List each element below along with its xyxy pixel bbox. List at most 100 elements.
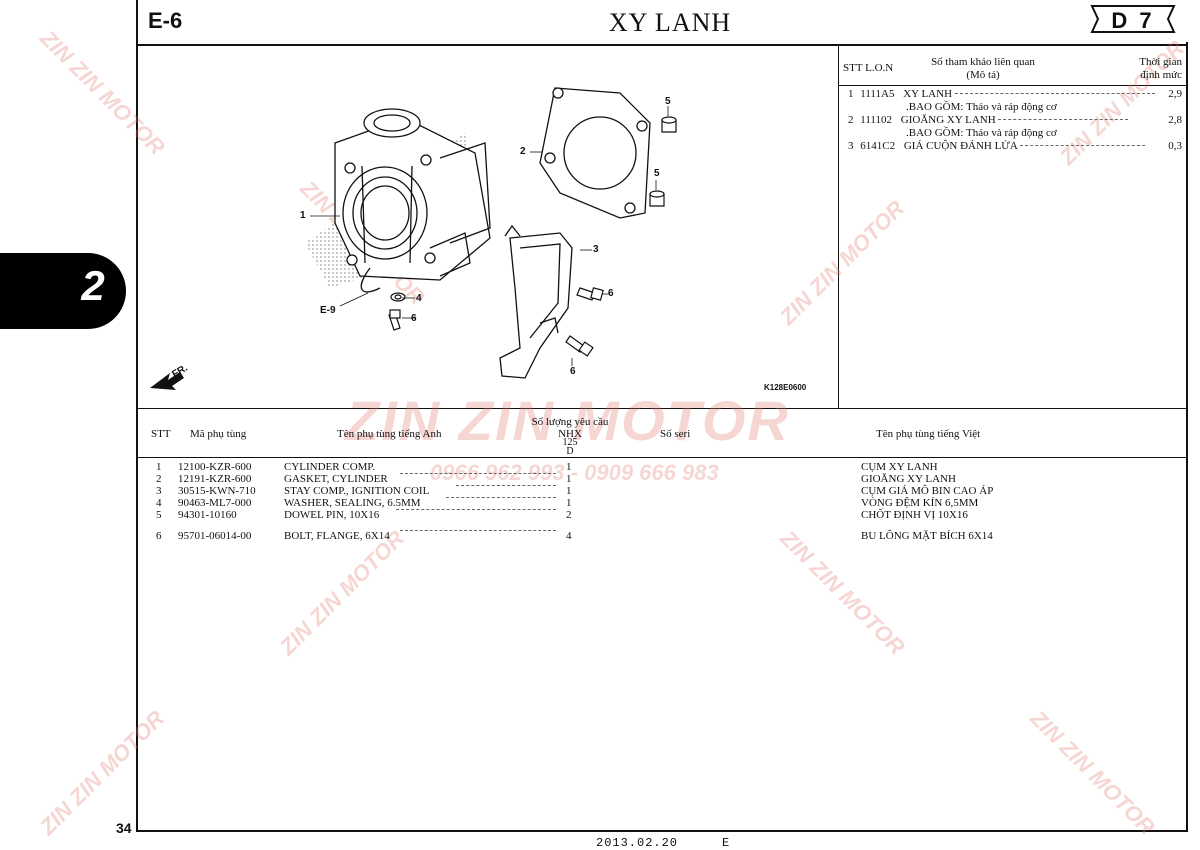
diagram-bottom-rule (136, 408, 1188, 409)
parts-row-no: 6 (156, 530, 162, 542)
footer-letter: E (722, 836, 730, 850)
leader-dots (400, 473, 556, 474)
callout-number: 6 (608, 288, 614, 299)
page-title: XY LANH (608, 8, 732, 37)
parts-row-part-no: 90463-ML7-000 (178, 497, 252, 509)
reference-label: E-9 (320, 305, 336, 316)
ref-row: 1 1111A5 XY LANH 2,9 (848, 88, 1182, 101)
parts-col-name-vi: Tên phụ tùng tiếng Việt (876, 428, 981, 440)
parts-row-name-en: CYLINDER COMP. (284, 461, 376, 473)
parts-row-no: 4 (156, 497, 162, 509)
parts-row-name-vi: CỤM GIÁ MÔ BIN CAO ÁP (861, 485, 994, 497)
gasket-drawing (539, 87, 651, 219)
parts-row-qty: 2 (566, 509, 572, 521)
ref-row-code: 111102 (860, 114, 893, 126)
parts-row-name-en: BOLT, FLANGE, 6X14 (284, 530, 390, 542)
parts-row-name-en: DOWEL PIN, 10X16 (284, 509, 380, 521)
parts-row-name-vi: VÒNG ĐỆM KÍN 6,5MM (861, 497, 979, 509)
parts-row-name-vi: GIOĂNG XY LANH (861, 473, 956, 485)
frame-header-rule (136, 44, 1188, 46)
exploded-parts-diagram (150, 87, 677, 390)
parts-header-rule (136, 457, 1188, 458)
parts-row-part-no: 12191-KZR-600 (178, 473, 252, 485)
parts-row-name-vi: CỤM XY LANH (861, 461, 938, 473)
parts-row-name-en: STAY COMP., IGNITION COIL (284, 485, 430, 497)
parts-row-no: 2 (156, 473, 162, 485)
diagram-divider-vertical (838, 46, 839, 408)
section-badge: D 7 (1111, 8, 1155, 33)
section-code: E-6 (148, 8, 183, 33)
parts-col-qty-cc: 125 (562, 437, 578, 448)
ref-row-time: 0,3 (1168, 140, 1182, 152)
parts-row-no: 1 (156, 461, 162, 473)
leader-dots (400, 530, 556, 531)
ref-row-time: 2,9 (1168, 88, 1182, 100)
callout-number: 5 (654, 168, 660, 179)
callout-leader-lines (310, 106, 669, 366)
ref-row-code: 1111A5 (860, 88, 895, 100)
leader-dots (456, 485, 556, 486)
watermark-logo: ZIN ZIN MOTOR (274, 525, 409, 660)
parts-row-qty: 1 (566, 473, 572, 485)
callout-number: 4 (416, 293, 422, 304)
frame-right-border (1186, 42, 1188, 832)
parts-row-no: 5 (156, 509, 162, 521)
ref-col-stt-lon: STT L.O.N (843, 62, 894, 74)
figure-code: K128E0600 (764, 383, 807, 392)
leader-dots (396, 509, 556, 510)
ref-row-no: 2 (848, 114, 854, 126)
parts-row-no: 3 (156, 485, 162, 497)
ref-col-related: Số tham khảo liên quan (931, 56, 1035, 68)
footer-date: 2013.02.20 (596, 836, 679, 850)
callout-number: 3 (593, 244, 599, 255)
watermark-logo: ZIN ZIN MOTOR (775, 525, 910, 660)
leader-dots (954, 93, 1155, 94)
ref-row-no: 3 (848, 140, 854, 152)
parts-col-qty: Số lượng yêu cầu (531, 416, 609, 428)
ref-col-time: Thời gian (1139, 56, 1182, 68)
leader-dots (1019, 145, 1145, 146)
ignition-coil-stay-drawing (499, 224, 573, 379)
parts-col-part-no: Mã phụ tùng (190, 428, 247, 440)
parts-row-part-no: 94301-10160 (178, 509, 237, 521)
parts-row-part-no: 12100-KZR-600 (178, 461, 252, 473)
leader-dots (998, 119, 1129, 120)
parts-row-qty: 1 (566, 497, 572, 509)
chapter-tab-number: 2 (81, 262, 105, 309)
callout-number: 5 (665, 96, 671, 107)
callout-number: 6 (570, 366, 576, 377)
parts-row-name-vi: CHỐT ĐỊNH VỊ 10X16 (861, 509, 968, 521)
callout-number: 6 (411, 313, 417, 324)
ref-row-desc: XY LANH (903, 88, 953, 100)
ref-row-desc: GIOĂNG XY LANH (900, 114, 996, 126)
parts-row-qty: 1 (566, 485, 572, 497)
ref-row-note: .BAO GỒM: Tháo và ráp động cơ (906, 127, 1057, 139)
frame-left-border (136, 0, 138, 832)
ref-row-no: 1 (848, 88, 854, 100)
callout-number: 1 (300, 210, 306, 221)
ref-row: 2 111102 GIOĂNG XY LANH 2,8 (848, 114, 1182, 127)
parts-col-qty-type: D (566, 446, 574, 457)
frame-bottom-rule (136, 830, 1188, 832)
parts-row-name-en: WASHER, SEALING, 6.5MM (284, 497, 421, 509)
bolt-drawing (388, 287, 604, 357)
cylinder-comp-drawing (334, 108, 491, 293)
badge-frame (1090, 5, 1176, 33)
ref-row-note: .BAO GỒM: Tháo và ráp động cơ (906, 101, 1057, 113)
parts-row-part-no: 30515-KWN-710 (178, 485, 256, 497)
parts-row-qty: 4 (566, 530, 572, 542)
parts-col-qty-model: NHX (558, 428, 582, 440)
chapter-tab (0, 253, 126, 329)
parts-row-part-no: 95701-06014-00 (178, 530, 252, 542)
page-number: 34 (116, 820, 132, 836)
parts-row-qty: 1 (566, 461, 572, 473)
ref-col-time-sub: định mức (1140, 69, 1182, 81)
sealing-washer-drawing (390, 292, 406, 302)
fr-direction-arrow-icon (150, 372, 184, 390)
ref-row-time: 2,8 (1168, 114, 1182, 126)
parts-col-stt: STT (151, 428, 171, 440)
ref-row: 3 6141C2 GIÁ CUỘN ĐÁNH LỬA 0,3 (848, 140, 1182, 153)
parts-col-serial: Số seri (660, 428, 691, 440)
ref-col-related-sub: (Mô tả) (966, 69, 1000, 81)
leader-dots (446, 497, 556, 498)
